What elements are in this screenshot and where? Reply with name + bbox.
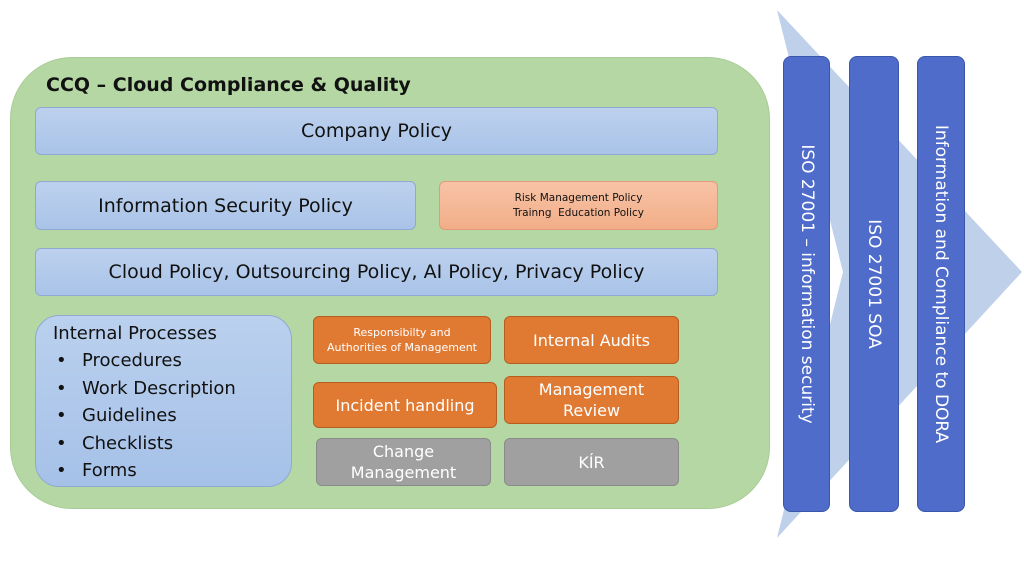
kir-label: KÍR [578,452,605,472]
iso-27001-soa-bar: ISO 27001 SOA [849,56,899,512]
list-item: Forms [53,457,291,485]
information-security-policy-box: Information Security Policy [35,181,416,230]
dora-compliance-label: Information and Compliance to DORA [931,124,951,444]
cloud-policy-box: Cloud Policy, Outsourcing Policy, AI Pol… [35,248,718,296]
iso-27001-infosec-label: ISO 27001 – information security [796,144,817,424]
incident-handling-box: Incident handling [313,382,497,428]
company-policy-box: Company Policy [35,107,718,155]
change-management-label-line2: Management [350,463,457,482]
incident-handling-label: Incident handling [335,395,475,415]
management-review-box: Management Review [504,376,679,424]
list-item: Checklists [53,430,291,458]
dora-compliance-bar: Information and Compliance to DORA [917,56,965,512]
internal-processes-list: Procedures Work Description Guidelines C… [53,347,291,485]
responsibility-authorities-box: Responsibilty and Authorities of Managem… [313,316,491,364]
internal-processes-box: Internal Processes Procedures Work Descr… [35,315,292,487]
risk-training-policy-box: Risk Management Policy Trainng Education… [439,181,718,230]
list-item: Work Description [53,375,291,403]
kir-box: KÍR [504,438,679,486]
training-education-policy-label: Trainng Education Policy [512,206,644,219]
iso-27001-soa-label: ISO 27001 SOA [864,219,884,349]
list-item: Procedures [53,347,291,375]
management-review-label-line1: Management [538,380,645,399]
change-management-box: Change Management [316,438,491,486]
diagram-title: CCQ – Cloud Compliance & Quality [46,74,411,96]
change-management-label-line1: Change [372,442,435,461]
risk-management-policy-label: Risk Management Policy [514,191,643,204]
internal-audits-label: Internal Audits [532,330,651,350]
internal-audits-box: Internal Audits [504,316,679,364]
list-item: Guidelines [53,402,291,430]
iso-27001-infosec-bar: ISO 27001 – information security [783,56,830,512]
internal-processes-title: Internal Processes [53,323,217,344]
management-review-label-line2: Review [562,401,621,420]
responsibility-label-line1: Responsibilty and [353,326,451,339]
responsibility-label-line2: Authorities of Management [326,341,477,354]
